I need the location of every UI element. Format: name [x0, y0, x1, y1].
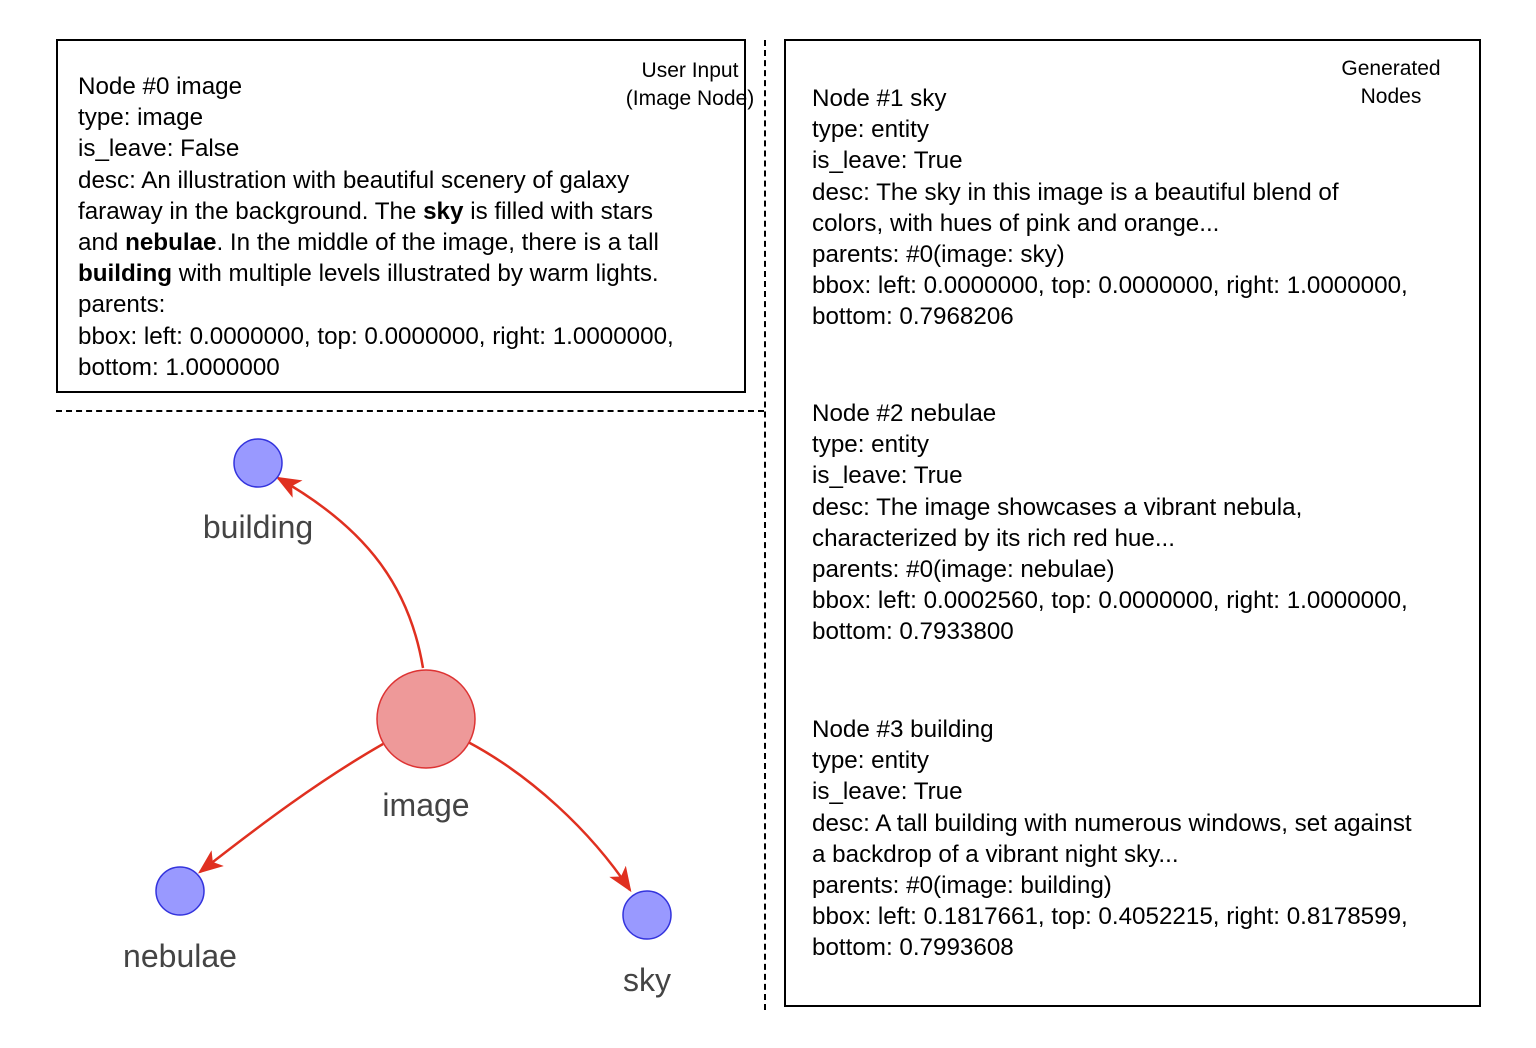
- nebulae-node-label: nebulae: [123, 938, 237, 974]
- root-node-circle[interactable]: [376, 669, 476, 769]
- desc-keyword-building: building: [78, 260, 173, 288]
- generated-panel-caption: Generated Nodes: [1316, 55, 1466, 111]
- node-desc-line: desc: The image showcases a vibrant nebu…: [812, 493, 1303, 521]
- node-bbox: bbox: left: 0.1817661, top: 0.4052215, r…: [812, 903, 1408, 931]
- building-node-circle[interactable]: [233, 438, 283, 488]
- sky-node-circle[interactable]: [622, 890, 672, 940]
- node-bbox: bbox: left: 0.0002560, top: 0.0000000, r…: [812, 587, 1408, 615]
- node-desc-line: desc: An illustration with beautiful sce…: [78, 166, 630, 194]
- node-parents: parents: #0(image: sky): [812, 241, 1065, 269]
- node-type: type: image: [78, 104, 204, 132]
- input-panel-caption: User Input (Image Node): [610, 57, 770, 113]
- node-title: Node #0 image: [78, 73, 243, 100]
- node-bbox: bottom: 0.7968206: [812, 303, 1014, 331]
- node-title: Node #3 building: [812, 716, 994, 743]
- desc-text: with multiple levels illustrated by warm…: [172, 260, 659, 288]
- node-type: type: entity: [812, 116, 929, 144]
- node-desc-line: desc: The sky in this image is a beautif…: [812, 178, 1339, 206]
- building-node-label: building: [203, 509, 313, 545]
- node-title: Node #2 nebulae: [812, 400, 997, 427]
- sky-node-label: sky: [623, 962, 671, 998]
- node-type: type: entity: [812, 747, 929, 775]
- generated-node-building: Node #3 building type: entity is_leave: …: [812, 714, 1412, 964]
- node-is-leave: is_leave: True: [812, 147, 963, 175]
- node-graph: image building nebulae sky: [123, 438, 672, 998]
- generated-caption-line2: Nodes: [1360, 85, 1422, 108]
- edge-image-to-sky: [467, 740, 632, 893]
- node-bbox: bottom: 1.0000000: [78, 353, 280, 381]
- node-parents: parents:: [78, 291, 166, 319]
- node-desc-line: colors, with hues of pink and orange...: [812, 209, 1220, 237]
- node-desc-line: and nebulae. In the middle of the image,…: [78, 227, 674, 258]
- node-desc-line: faraway in the background. The sky is fi…: [78, 196, 674, 227]
- nebulae-node-circle[interactable]: [155, 866, 205, 916]
- node-desc-line: desc: A tall building with numerous wind…: [812, 809, 1412, 837]
- generated-nodes-panel: Generated Nodes Node #1 sky type: entity…: [784, 39, 1481, 1007]
- node-parents: parents: #0(image: building): [812, 872, 1112, 900]
- generated-node-sky: Node #1 sky type: entity is_leave: True …: [812, 83, 1408, 333]
- node-desc-line: characterized by its rich red hue...: [812, 524, 1175, 552]
- node-parents: parents: #0(image: nebulae): [812, 556, 1115, 584]
- input-node-details: Node #0 image type: image is_leave: Fals…: [78, 71, 674, 383]
- generated-caption-line1: Generated: [1341, 57, 1441, 80]
- desc-text: and: [78, 229, 126, 257]
- node-bbox: bottom: 0.7993608: [812, 934, 1014, 962]
- root-node-label: image: [382, 787, 469, 823]
- node-is-leave: is_leave: True: [812, 462, 963, 490]
- node-type: type: entity: [812, 431, 929, 459]
- input-node-panel: User Input (Image Node) Node #0 image ty…: [56, 39, 754, 393]
- horizontal-divider: [56, 410, 764, 412]
- desc-text: faraway in the background. The: [78, 197, 424, 225]
- node-bbox: bbox: left: 0.0000000, top: 0.0000000, r…: [812, 272, 1408, 300]
- desc-keyword-nebulae: nebulae: [125, 229, 217, 257]
- node-is-leave: is_leave: False: [78, 135, 240, 163]
- node-is-leave: is_leave: True: [812, 778, 963, 806]
- input-caption-line2: (Image Node): [625, 87, 755, 110]
- node-title: Node #1 sky: [812, 85, 947, 112]
- edge-image-to-nebulae: [198, 742, 384, 874]
- input-caption-line1: User Input: [641, 59, 739, 82]
- desc-keyword-sky: sky: [423, 197, 464, 225]
- generated-node-nebulae: Node #2 nebulae type: entity is_leave: T…: [812, 398, 1408, 648]
- edge-image-to-building: [275, 476, 425, 669]
- node-bbox: bbox: left: 0.0000000, top: 0.0000000, r…: [78, 322, 674, 350]
- desc-text: . In the middle of the image, there is a…: [216, 229, 659, 257]
- node-bbox: bottom: 0.7933800: [812, 618, 1014, 646]
- vertical-divider: [764, 40, 766, 1010]
- node-desc-line: a backdrop of a vibrant night sky...: [812, 840, 1179, 868]
- node-desc-line: building with multiple levels illustrate…: [78, 258, 674, 289]
- desc-text: is filled with stars: [463, 197, 653, 225]
